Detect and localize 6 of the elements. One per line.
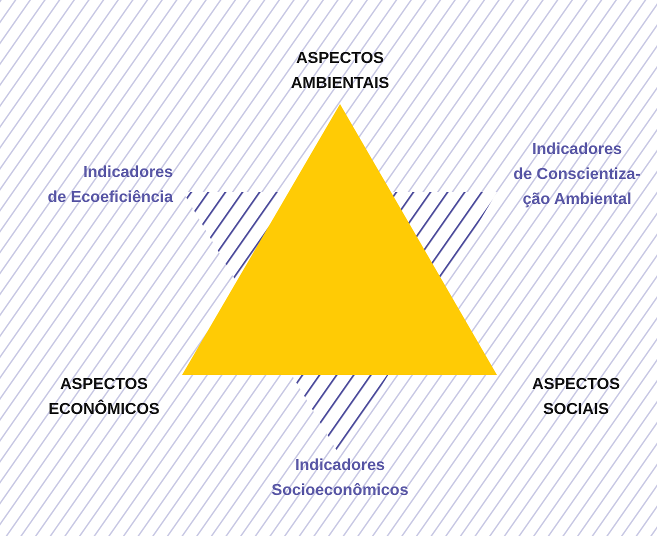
aspect-heading: ASPECTOS SOCIAIS bbox=[532, 375, 620, 420]
aspect-heading: ASPECTOS AMBIENTAIS bbox=[290, 49, 390, 94]
indicator-label: Indicadores de Conscientiza- ção Ambiental bbox=[513, 140, 641, 210]
indicator-label: Indicadores Socioeconômicos bbox=[272, 456, 408, 501]
indicator-label: Indicadores de Ecoeficiência bbox=[48, 163, 173, 208]
aspect-heading: ASPECTOS ECONÔMICOS bbox=[48, 375, 160, 420]
